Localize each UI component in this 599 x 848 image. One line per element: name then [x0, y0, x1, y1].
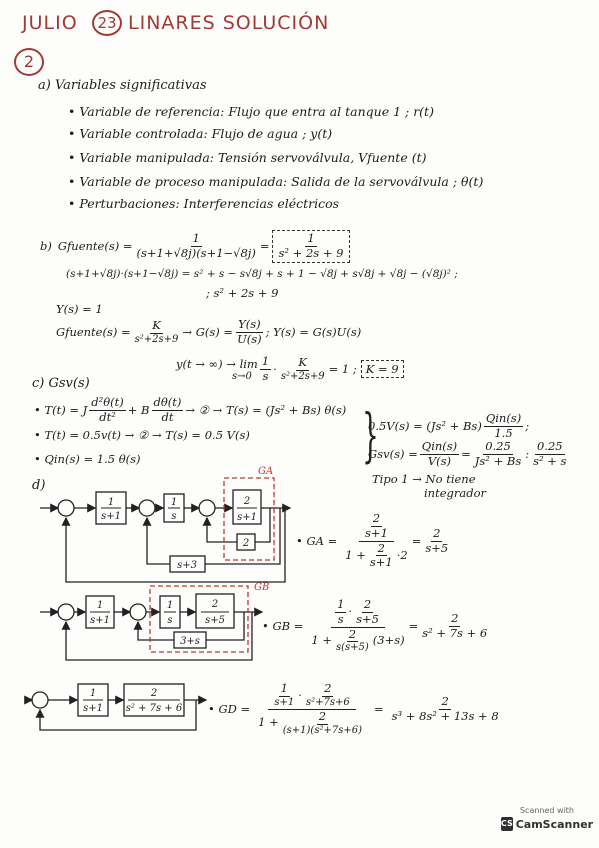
summing-junction — [57, 603, 75, 621]
block — [232, 489, 262, 525]
block-label: 1 — [97, 600, 103, 611]
brace-icon: } — [362, 401, 379, 469]
summing-junction — [138, 499, 156, 517]
block-label: s+5 — [205, 615, 225, 626]
block-diagram-3 — [24, 683, 208, 731]
block-diagram-2 — [40, 585, 264, 661]
list-item: • Variable controlada: Flujo de agua ; y… — [68, 126, 333, 141]
block-label: 1 — [171, 497, 177, 508]
block-label: 1 — [90, 688, 96, 699]
section-a-heading: a) Variables significativas — [38, 78, 207, 93]
servo-relation: 0.5V(s) = (Js² + Bs) Qin(s)1.5 ; — [368, 411, 530, 440]
block-label: s — [167, 615, 172, 626]
torque-equation: • T(t) = J d²θ(t)dt² + B dθ(t)dt → ② → T… — [34, 395, 347, 424]
system-type-note: integrador — [424, 486, 487, 500]
summing-junction — [31, 691, 49, 709]
block-label: 3+s — [180, 636, 200, 647]
gb-tag: GB — [254, 582, 269, 593]
block-label: s+1 — [83, 703, 103, 714]
section-c-heading: c) Gsv(s) — [32, 376, 90, 391]
block-label: s+1 — [101, 511, 121, 522]
section-b-label: b) — [40, 239, 52, 254]
block-label: 2 — [242, 538, 249, 549]
block-label: s+1 — [237, 512, 257, 523]
camscanner-logo-icon: CS — [500, 817, 513, 831]
y-definition: Y(s) = 1 — [56, 302, 103, 316]
section-d-label: d) — [32, 478, 46, 493]
ga-tag: GA — [258, 466, 273, 477]
exercise-index-badge: 2 — [14, 48, 44, 76]
block-label: 2 — [150, 688, 157, 699]
list-item: • Variable de referencia: Flujo que entr… — [68, 104, 434, 119]
title-left: JULIO — [22, 12, 78, 34]
gb-region — [149, 585, 249, 653]
exercise-number-badge: 23 — [92, 10, 122, 36]
k-result-box: K = 9 — [360, 360, 404, 379]
list-item: • Variable manipulada: Tensión servoválv… — [68, 150, 427, 165]
scanner-watermark: Scanned with CS CamScanner — [500, 806, 594, 831]
flow-equation: • Qin(s) = 1.5 θ(s) — [34, 452, 141, 466]
summing-junction — [129, 603, 147, 621]
summing-junction — [57, 499, 75, 517]
block-label: 1 — [108, 497, 114, 508]
expansion-line-2: ; s² + 2s + 9 — [206, 286, 279, 300]
block-label: s+1 — [90, 615, 110, 626]
list-item: • Variable de proceso manipulada: Salida… — [68, 174, 484, 189]
list-item: • Perturbaciones: Interferencias eléctri… — [68, 196, 340, 211]
summing-junction — [198, 499, 216, 517]
system-type: Tipo 1 → No tiene — [372, 472, 476, 486]
block-diagram-1 — [40, 477, 292, 583]
block-label: 2 — [243, 496, 250, 507]
block-label: s² + 7s + 6 — [126, 703, 183, 714]
ga-region — [223, 477, 275, 561]
block-label: s — [171, 511, 176, 522]
block-label: 2 — [211, 599, 218, 610]
block-label: 1 — [167, 600, 173, 611]
expansion-line-1: (s+1+√8j)·(s+1−√8j) = s² + s − s√8j + s … — [66, 268, 458, 280]
title-right: LINARES SOLUCIÓN — [128, 12, 330, 34]
block — [195, 593, 235, 629]
torque-voltage-equation: • T(t) = 0.5v(t) → ② → T(s) = 0.5 V(s) — [34, 428, 250, 442]
block-label: s+3 — [177, 560, 197, 571]
